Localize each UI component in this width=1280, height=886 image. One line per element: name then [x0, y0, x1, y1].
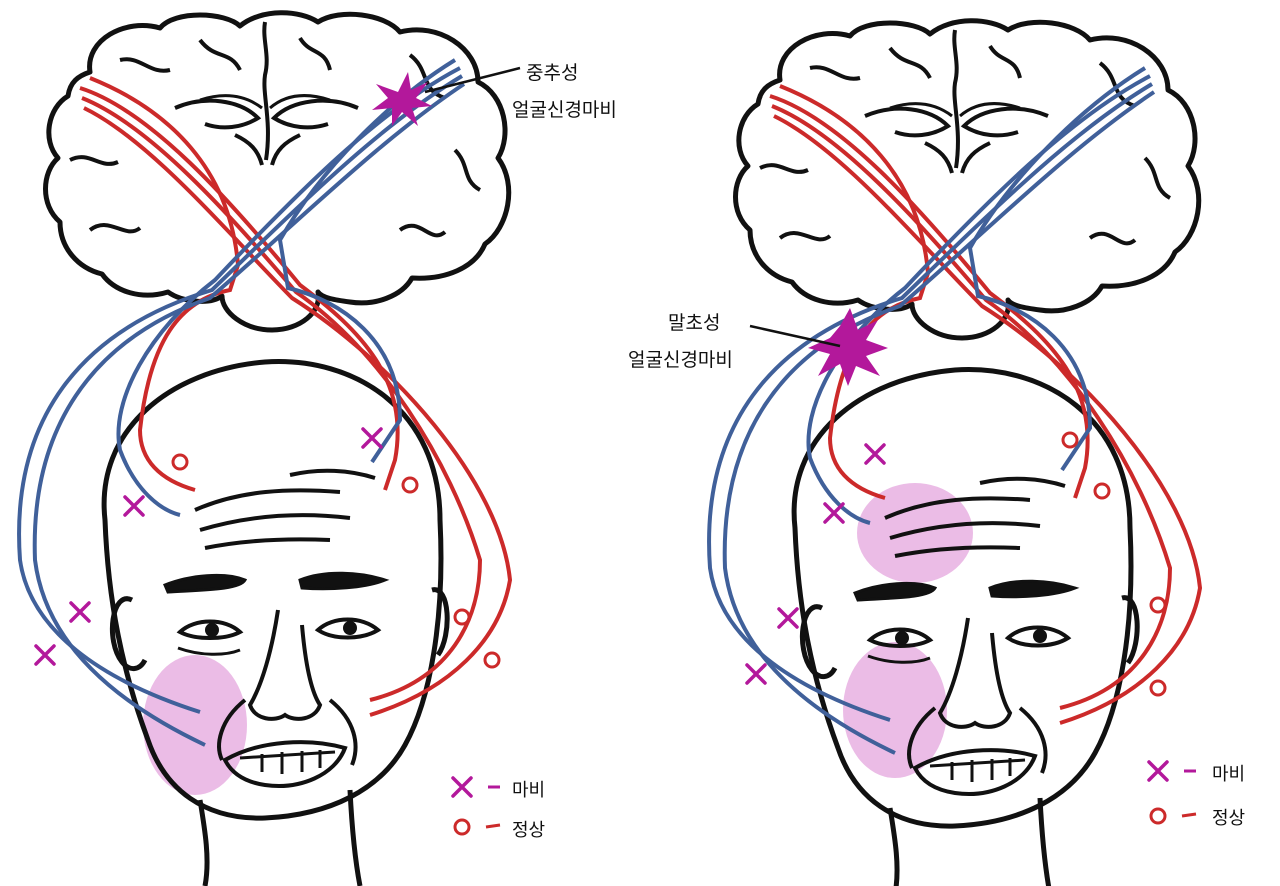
legend-x-icon-right: [1147, 760, 1169, 782]
o-mark: [1149, 679, 1167, 697]
o-mark: [1061, 431, 1079, 449]
legend-normal-label-left: 정상: [512, 820, 546, 841]
o-mark: [1149, 596, 1167, 614]
lesion-pointer-line-left: [424, 66, 521, 94]
x-mark: [34, 644, 56, 666]
lesion-label-line2-left: 얼굴신경마비: [512, 99, 617, 121]
central-lesion-marker: [372, 72, 432, 126]
legend-dash: [485, 823, 501, 829]
legend-x-icon-left: [451, 776, 473, 798]
o-mark: [1093, 482, 1111, 500]
o-mark: [401, 476, 419, 494]
legend-normal-label-right: 정상: [1212, 808, 1246, 829]
lesion-label-line1-left: 중추성: [526, 62, 579, 84]
lower-motor-pathway-blue: [17, 58, 466, 747]
x-mark: [777, 607, 799, 629]
x-mark: [123, 495, 145, 517]
legend-o-icon-left: [453, 818, 471, 836]
lower-motor-pathway-blue-right: [707, 66, 1156, 755]
o-mark: [171, 453, 189, 471]
legend-o-icon-right: [1149, 807, 1167, 825]
x-mark: [69, 601, 91, 623]
paralysis-area-lower-left: [143, 655, 247, 795]
x-mark: [823, 502, 845, 524]
legend-dash: [1181, 812, 1197, 818]
lesion-pointer-line-right: [749, 324, 841, 348]
legend-paralysis-label-left: 마비: [512, 780, 546, 801]
x-mark: [361, 427, 383, 449]
right-panel: [707, 21, 1203, 886]
x-mark: [745, 663, 767, 685]
lesion-label-line1-right: 말초성: [668, 312, 721, 334]
paralysis-area-lower-right: [843, 642, 947, 778]
legend-paralysis-label-right: 마비: [1212, 764, 1246, 785]
upper-motor-pathway-red: [79, 76, 513, 717]
x-mark: [864, 443, 886, 465]
o-mark: [483, 651, 501, 669]
peripheral-lesion-marker: [808, 308, 888, 386]
lesion-label-line2-right: 얼굴신경마비: [628, 349, 733, 371]
left-panel: [17, 13, 521, 886]
o-mark: [453, 608, 471, 626]
